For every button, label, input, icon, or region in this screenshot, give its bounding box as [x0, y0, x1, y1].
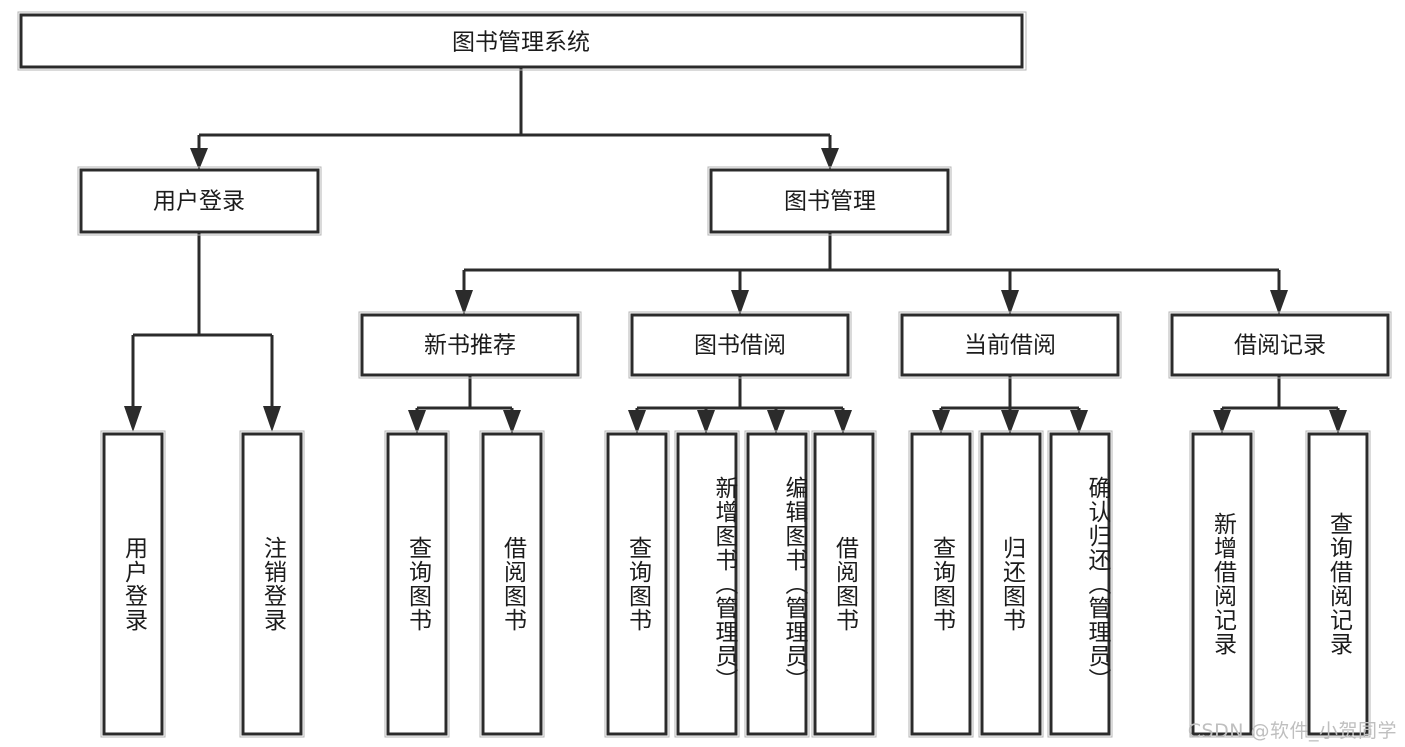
node-leaf-query-book-3[interactable]	[908, 430, 974, 738]
arrowhead-new-book-recommend	[455, 290, 473, 315]
arrowhead-leaf-borrow-book-1	[503, 410, 521, 434]
node-borrow-record[interactable]: 借阅记录	[1168, 311, 1392, 379]
arrowhead-leaf-confirm-return	[1070, 410, 1088, 434]
node-leaf-borrow-book-2[interactable]	[811, 430, 877, 738]
node-leaf-query-book-2[interactable]	[604, 430, 670, 738]
node-leaf-return-book[interactable]	[978, 430, 1044, 738]
arrowhead-leaf-user-logout	[263, 406, 281, 432]
node-root-label: 图书管理系统	[452, 30, 590, 56]
arrowhead-leaf-query-book-1	[408, 410, 426, 434]
node-leaf-add-record[interactable]	[1189, 430, 1255, 738]
node-leaf-edit-book[interactable]	[744, 430, 810, 738]
node-layer: 图书管理系统 用户登录 图书管理 新书推荐	[17, 11, 1392, 738]
arrowhead-leaf-query-book-2	[628, 410, 646, 434]
arrowhead-book-management	[821, 148, 839, 170]
node-book-management-label: 图书管理	[784, 189, 876, 215]
node-borrow-record-label: 借阅记录	[1234, 333, 1326, 359]
node-root[interactable]: 图书管理系统	[17, 11, 1027, 71]
csdn-watermark: CSDN @软件_小贺同学	[1187, 720, 1397, 742]
arrowhead-leaf-borrow-book-2	[834, 410, 852, 434]
node-new-book-recommend-label: 新书推荐	[424, 333, 516, 359]
arrowhead-book-borrow	[731, 290, 749, 315]
arrowhead-leaf-add-book	[697, 410, 715, 434]
node-user-login-label: 用户登录	[153, 189, 245, 215]
arrowhead-leaf-add-record	[1213, 410, 1231, 434]
arrowhead-current-borrow	[1001, 290, 1019, 315]
node-leaf-user-login[interactable]	[100, 430, 166, 738]
node-leaf-user-logout[interactable]	[239, 430, 305, 738]
node-new-book-recommend[interactable]: 新书推荐	[358, 311, 582, 379]
arrowhead-leaf-return-book	[1001, 410, 1019, 434]
connector-layer	[124, 68, 1347, 434]
arrowhead-leaf-query-record	[1329, 410, 1347, 434]
node-book-management[interactable]: 图书管理	[707, 166, 952, 236]
node-book-borrow[interactable]: 图书借阅	[628, 311, 852, 379]
arrowhead-user-login	[190, 148, 208, 170]
node-leaf-add-book[interactable]	[674, 430, 740, 738]
arrowhead-leaf-user-login	[124, 406, 142, 432]
arrowhead-leaf-edit-book	[767, 410, 785, 434]
node-leaf-query-book-1[interactable]	[384, 430, 450, 738]
node-leaf-confirm-return[interactable]	[1047, 430, 1113, 738]
arrowhead-leaf-query-book-3	[932, 410, 950, 434]
node-current-borrow[interactable]: 当前借阅	[898, 311, 1122, 379]
node-leaf-borrow-book-1[interactable]	[479, 430, 545, 738]
node-book-borrow-label: 图书借阅	[694, 333, 786, 359]
arrowhead-borrow-record	[1270, 290, 1288, 315]
node-user-login[interactable]: 用户登录	[77, 166, 322, 236]
node-current-borrow-label: 当前借阅	[964, 333, 1056, 359]
node-leaf-query-record[interactable]	[1305, 430, 1371, 738]
